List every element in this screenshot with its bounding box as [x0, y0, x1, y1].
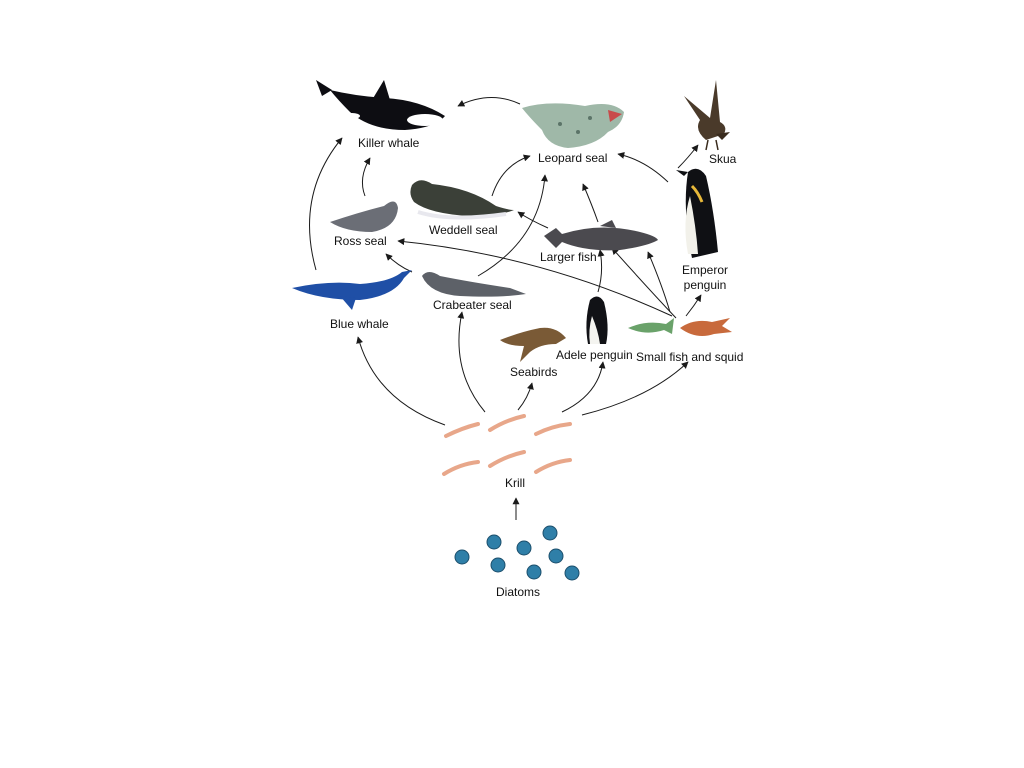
label-leopard-seal: Leopard seal	[538, 151, 608, 165]
arrow-smallfish-to-largerfish	[611, 247, 677, 319]
label-emperor-penguin-line1: Emperor	[681, 263, 728, 277]
arrow-krill-to-crabeater	[457, 311, 486, 413]
label-skua: Skua	[709, 152, 737, 166]
label-blue-whale: Blue whale	[330, 317, 389, 331]
arrow-largerfish-to-weddell	[517, 211, 549, 229]
leopard-seal-image	[522, 103, 624, 148]
skua-image	[684, 80, 730, 151]
arrow-smallfish-to-emperor	[647, 251, 671, 313]
seabirds-image	[500, 327, 566, 362]
ross-seal-image	[330, 201, 398, 232]
arrow-weddell-to-leopard	[491, 154, 531, 197]
diatoms-group-image	[454, 525, 580, 581]
arrow-adele-to-largerfish-area	[597, 249, 605, 293]
arrow-ross-to-killer	[361, 157, 371, 197]
label-larger-fish: Larger fish	[540, 250, 597, 264]
label-krill: Krill	[505, 476, 525, 490]
label-emperor-penguin-line2: penguin	[683, 278, 727, 292]
arrow-krill-to-adele	[561, 361, 606, 413]
arrow-blue-to-killer	[309, 137, 343, 271]
weddell-seal-image	[410, 180, 514, 220]
emperor-penguin-image	[676, 168, 718, 258]
label-crabeater-seal: Crabeater seal	[433, 298, 512, 312]
label-adele-penguin: Adele penguin	[556, 348, 633, 362]
larger-fish-image	[544, 220, 658, 251]
arrow-crabeater-to-leopard	[477, 174, 549, 277]
arrow-leopard-to-killer	[457, 96, 521, 107]
arrow-emperor-to-leopard	[617, 151, 669, 183]
adele-penguin-image	[586, 296, 608, 344]
label-diatoms: Diatoms	[496, 585, 541, 599]
arrow-krill-to-seabirds	[517, 382, 534, 411]
crabeater-seal-image	[422, 272, 526, 297]
arrow-largerfish-to-leopard	[582, 183, 599, 223]
krill-group-image	[442, 414, 572, 476]
label-small-fish-and-squid: Small fish and squid	[636, 350, 744, 364]
feeding-arrows	[309, 96, 702, 520]
arrow-crabeater-to-ross	[385, 253, 413, 273]
arrow-squid-to-emperor	[685, 294, 702, 317]
label-emperor-penguin: Emperor penguin	[677, 263, 733, 293]
arrow-smallfish-to-ross	[397, 238, 673, 317]
arrow-emperor-to-skua	[677, 144, 699, 169]
blue-whale-image	[292, 270, 412, 310]
killer-whale-image	[316, 80, 445, 130]
label-weddell-seal: Weddell seal	[429, 223, 498, 237]
small-fish-image	[628, 318, 674, 334]
label-seabirds: Seabirds	[510, 365, 558, 379]
squid-image	[680, 318, 732, 336]
arrow-krill-to-smallfish	[581, 361, 689, 416]
label-ross-seal: Ross seal	[334, 234, 387, 248]
label-killer-whale: Killer whale	[358, 136, 420, 150]
arrow-krill-to-blue	[356, 336, 446, 426]
